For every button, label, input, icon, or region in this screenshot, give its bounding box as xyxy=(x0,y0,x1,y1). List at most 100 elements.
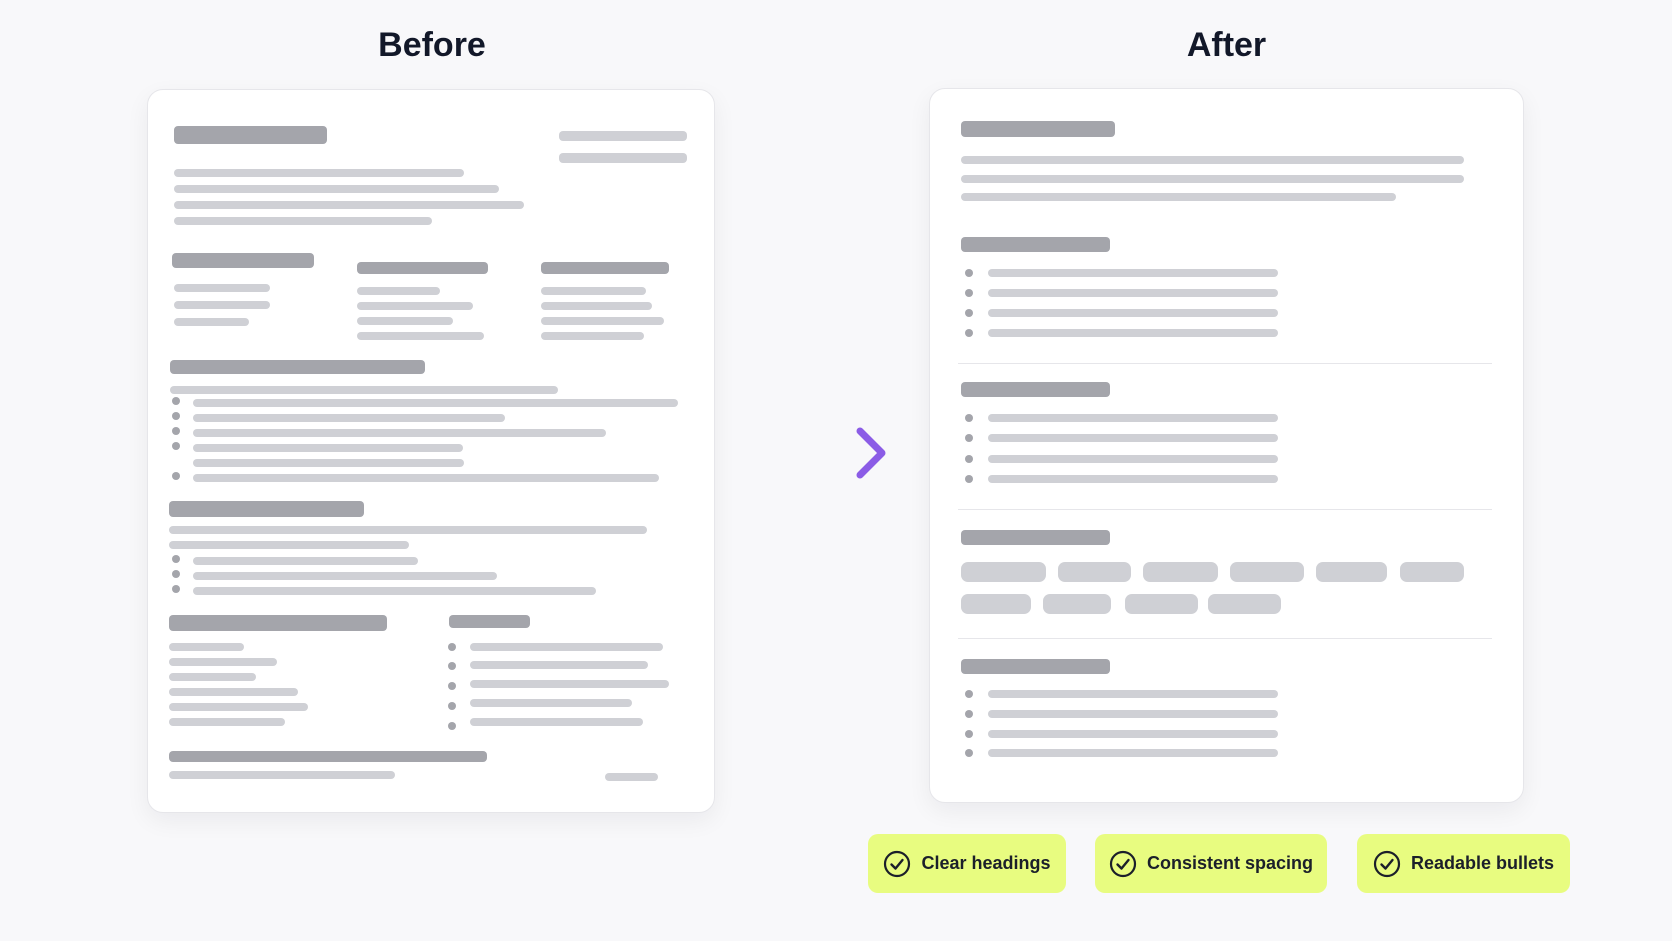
text-line-placeholder xyxy=(193,444,463,452)
text-line-placeholder xyxy=(988,329,1278,337)
bullet-dot xyxy=(172,427,180,435)
text-line-placeholder xyxy=(961,193,1396,201)
bullet-dot xyxy=(965,289,973,297)
bullet-dot xyxy=(172,397,180,405)
text-line-placeholder xyxy=(193,572,497,580)
text-line-placeholder xyxy=(169,658,277,666)
section-divider xyxy=(958,638,1492,639)
text-line-placeholder xyxy=(174,318,249,326)
text-line-placeholder xyxy=(559,131,687,141)
bullet-dot xyxy=(965,730,973,738)
heading-placeholder xyxy=(169,751,487,762)
bullet-dot xyxy=(965,414,973,422)
bullet-dot xyxy=(448,722,456,730)
heading-placeholder xyxy=(961,530,1110,545)
heading-placeholder xyxy=(174,126,327,144)
text-line-placeholder xyxy=(470,699,632,707)
text-line-placeholder xyxy=(541,332,644,340)
skill-chip-placeholder xyxy=(1316,562,1387,582)
text-line-placeholder xyxy=(174,169,464,177)
bullet-dot xyxy=(448,682,456,690)
text-line-placeholder xyxy=(541,317,664,325)
skill-chip-placeholder xyxy=(1208,594,1281,614)
text-line-placeholder xyxy=(170,386,558,394)
after-title: After xyxy=(1186,26,1267,64)
text-line-placeholder xyxy=(357,332,484,340)
check-circle-icon xyxy=(1373,850,1401,877)
bullet-dot xyxy=(172,555,180,563)
text-line-placeholder xyxy=(470,718,643,726)
bullet-dot xyxy=(448,643,456,651)
heading-placeholder xyxy=(172,253,314,268)
heading-placeholder xyxy=(961,237,1110,252)
heading-placeholder xyxy=(170,360,425,374)
text-line-placeholder xyxy=(169,541,409,549)
badge-label: Consistent spacing xyxy=(1146,853,1314,873)
check-circle-icon xyxy=(1109,850,1137,877)
arrow-right-icon xyxy=(752,427,886,479)
bullet-dot xyxy=(448,662,456,670)
text-line-placeholder xyxy=(174,301,270,309)
text-line-placeholder xyxy=(174,185,499,193)
skill-chip-placeholder xyxy=(1400,562,1464,582)
check-circle-icon xyxy=(884,850,911,877)
badge-label: Readable bullets xyxy=(1410,853,1555,873)
bullet-dot xyxy=(965,690,973,698)
text-line-placeholder xyxy=(988,749,1278,757)
text-line-placeholder xyxy=(559,153,687,163)
text-line-placeholder xyxy=(988,414,1278,422)
bullet-dot xyxy=(965,749,973,757)
text-line-placeholder xyxy=(169,673,256,681)
text-line-placeholder xyxy=(174,201,524,209)
before-resume-card xyxy=(147,89,715,813)
text-line-placeholder xyxy=(193,587,596,595)
text-line-placeholder xyxy=(193,474,659,482)
badge-label: Clear headings xyxy=(921,853,1051,873)
skill-chip-placeholder xyxy=(961,594,1031,614)
bullet-dot xyxy=(172,570,180,578)
bullet-dot xyxy=(965,475,973,483)
text-line-placeholder xyxy=(357,302,473,310)
bullet-dot xyxy=(965,329,973,337)
bullet-dot xyxy=(172,412,180,420)
before-title: Before xyxy=(378,26,486,64)
bullet-dot xyxy=(448,702,456,710)
text-line-placeholder xyxy=(193,557,418,565)
text-line-placeholder xyxy=(169,703,308,711)
text-line-placeholder xyxy=(541,302,652,310)
text-line-placeholder xyxy=(988,690,1278,698)
text-line-placeholder xyxy=(470,643,663,651)
heading-placeholder xyxy=(961,382,1110,397)
heading-placeholder xyxy=(961,659,1110,674)
text-line-placeholder xyxy=(169,771,395,779)
bullet-dot xyxy=(172,472,180,480)
bullet-dot xyxy=(965,309,973,317)
badge-consistent-spacing: Consistent spacing xyxy=(1095,834,1327,893)
heading-placeholder xyxy=(541,262,669,274)
after-resume-card xyxy=(929,88,1524,803)
badge-clear-headings: Clear headings xyxy=(868,834,1066,893)
text-line-placeholder xyxy=(169,643,244,651)
text-line-placeholder xyxy=(357,287,440,295)
skill-chip-placeholder xyxy=(1058,562,1131,582)
text-line-placeholder xyxy=(988,730,1278,738)
text-line-placeholder xyxy=(193,414,505,422)
text-line-placeholder xyxy=(988,309,1278,317)
heading-placeholder xyxy=(169,615,387,631)
text-line-placeholder xyxy=(988,434,1278,442)
heading-placeholder xyxy=(961,121,1115,137)
bullet-dot xyxy=(965,455,973,463)
text-line-placeholder xyxy=(988,710,1278,718)
bullet-dot xyxy=(965,710,973,718)
text-line-placeholder xyxy=(988,289,1278,297)
text-line-placeholder xyxy=(988,455,1278,463)
text-line-placeholder xyxy=(961,175,1464,183)
text-line-placeholder xyxy=(174,284,270,292)
text-line-placeholder xyxy=(605,773,658,781)
text-line-placeholder xyxy=(193,459,464,467)
skill-chip-placeholder xyxy=(1043,594,1111,614)
text-line-placeholder xyxy=(541,287,646,295)
bullet-dot xyxy=(965,269,973,277)
bullet-dot xyxy=(172,442,180,450)
text-line-placeholder xyxy=(169,688,298,696)
